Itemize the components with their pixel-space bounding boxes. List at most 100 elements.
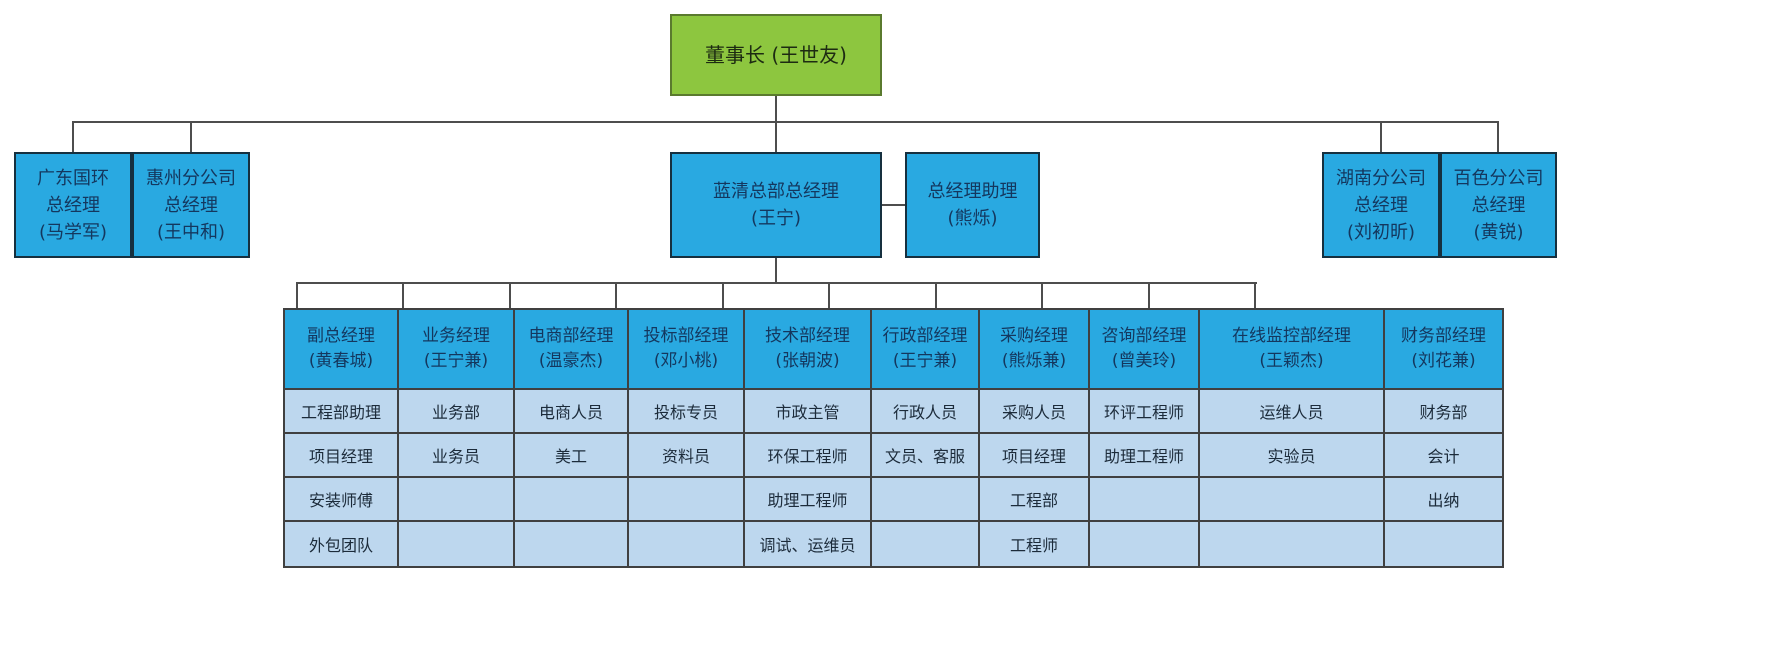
- connector-tick: [1041, 282, 1044, 308]
- department-title: 技术部经理: [765, 326, 850, 346]
- org-node-gm-assistant: 总经理助理 (熊烁): [905, 152, 1040, 258]
- department-column-5: 技术部经理(张朝波)市政主管环保工程师助理工程师调试、运维员: [745, 310, 872, 566]
- staff-cell: 业务员: [399, 434, 513, 478]
- department-table: 副总经理(黄春城)工程部助理项目经理安装师傅外包团队业务经理(王宁兼)业务部业务…: [283, 308, 1504, 568]
- staff-cell: 外包团队: [285, 522, 397, 566]
- department-title: 财务部经理: [1401, 326, 1486, 346]
- connector-line: [72, 121, 74, 152]
- staff-cell: 财务部: [1385, 390, 1502, 434]
- department-header: 财务部经理 (刘花兼): [1385, 310, 1502, 390]
- staff-cell: [515, 522, 627, 566]
- staff-cell: 工程部: [980, 478, 1088, 522]
- staff-cell: [1090, 522, 1198, 566]
- department-title: 采购经理: [1000, 326, 1068, 346]
- department-column-8: 咨询部经理 (曾美玲) 环评工程师助理工程师: [1090, 310, 1200, 566]
- staff-cell: 环评工程师: [1090, 390, 1198, 434]
- department-header: 采购经理(熊烁兼): [980, 310, 1088, 390]
- node-person: (王中和): [156, 221, 226, 243]
- connector-tick: [508, 282, 511, 308]
- staff-cell: [872, 522, 978, 566]
- staff-cell: 投标专员: [629, 390, 743, 434]
- connector-line: [775, 258, 777, 284]
- staff-cell: [399, 522, 513, 566]
- node-label: 广东国环: [37, 167, 109, 189]
- staff-cell: 采购人员: [980, 390, 1088, 434]
- department-manager: (黄春城): [308, 351, 374, 371]
- staff-cell: 工程师: [980, 522, 1088, 566]
- department-header: 技术部经理 (张朝波): [745, 310, 870, 390]
- connector-line: [1380, 121, 1382, 152]
- connector-tick: [721, 282, 724, 308]
- org-node-baise-branch: 百色分公司 总经理 (黄锐): [1440, 152, 1557, 258]
- department-manager: (王宁兼): [423, 351, 489, 371]
- department-header: 电商部经理(温豪杰): [515, 310, 627, 390]
- staff-cell: [1200, 478, 1383, 522]
- staff-cell: [1385, 522, 1502, 566]
- department-header: 副总经理(黄春城): [285, 310, 397, 390]
- connector-tick: [296, 282, 298, 308]
- staff-cell: 资料员: [629, 434, 743, 478]
- staff-cell: 会计: [1385, 434, 1502, 478]
- node-person: (黄锐): [1473, 221, 1524, 243]
- connector-line: [1497, 121, 1499, 152]
- staff-cell: 助理工程师: [745, 478, 870, 522]
- org-node-guangdong-guohuan: 广东国环 总经理 (马学军): [14, 152, 132, 258]
- connector-line: [882, 204, 905, 206]
- connector-tick: [934, 282, 937, 308]
- staff-cell: 安装师傅: [285, 478, 397, 522]
- connector-tick: [828, 282, 831, 308]
- connector-tick: [1254, 282, 1256, 308]
- node-label: 湖南分公司: [1336, 167, 1426, 189]
- staff-cell: [399, 478, 513, 522]
- department-manager: (王颖杰): [1259, 351, 1324, 371]
- staff-cell: 市政主管: [745, 390, 870, 434]
- staff-cell: 业务部: [399, 390, 513, 434]
- department-header: 咨询部经理 (曾美玲): [1090, 310, 1198, 390]
- department-manager: (温豪杰): [538, 351, 604, 371]
- connector-tick: [1147, 282, 1150, 308]
- node-label: 蓝清总部总经理: [713, 181, 839, 202]
- node-label: 总经理助理: [927, 181, 1018, 202]
- staff-cell: [1200, 522, 1383, 566]
- staff-cell: 运维人员: [1200, 390, 1383, 434]
- connector-line: [72, 121, 1499, 123]
- node-label: 总经理: [164, 194, 218, 216]
- node-person: (刘初昕): [1346, 221, 1416, 243]
- org-node-hunan-branch: 湖南分公司 总经理 (刘初昕): [1322, 152, 1440, 258]
- staff-cell: [629, 522, 743, 566]
- department-header: 业务经理(王宁兼): [399, 310, 513, 390]
- staff-cell: 行政人员: [872, 390, 978, 434]
- department-manager: (邓小桃): [653, 351, 719, 371]
- connector-line: [296, 282, 1257, 284]
- staff-cell: [515, 478, 627, 522]
- connector-tick: [402, 282, 405, 308]
- node-label: 总经理: [1471, 194, 1526, 216]
- department-column-3: 电商部经理(温豪杰)电商人员美工: [515, 310, 629, 566]
- staff-cell: [1090, 478, 1198, 522]
- staff-cell: 文员、客服: [872, 434, 978, 478]
- department-header: 行政部经理(王宁兼): [872, 310, 978, 390]
- org-node-huizhou-branch: 惠州分公司 总经理 (王中和): [132, 152, 250, 258]
- node-label: 百色分公司: [1453, 167, 1544, 189]
- department-column-2: 业务经理(王宁兼)业务部业务员: [399, 310, 515, 566]
- staff-cell: 出纳: [1385, 478, 1502, 522]
- department-manager: (刘花兼): [1411, 351, 1476, 371]
- department-header: 投标部经理(邓小桃): [629, 310, 743, 390]
- staff-cell: 助理工程师: [1090, 434, 1198, 478]
- department-manager: (张朝波): [775, 351, 840, 371]
- connector-line: [190, 121, 192, 152]
- staff-cell: 环保工程师: [745, 434, 870, 478]
- department-column-1: 副总经理(黄春城)工程部助理项目经理安装师傅外包团队: [285, 310, 399, 566]
- staff-cell: [629, 478, 743, 522]
- connector-line: [775, 96, 777, 152]
- department-column-10: 财务部经理 (刘花兼) 财务部会计出纳: [1385, 310, 1502, 566]
- department-manager: (曾美玲): [1111, 351, 1177, 371]
- department-title: 在线监控部经理: [1232, 326, 1351, 346]
- org-node-chairman: 董事长 (王世友): [670, 14, 882, 96]
- staff-cell: 工程部助理: [285, 390, 397, 434]
- staff-cell: 项目经理: [980, 434, 1088, 478]
- department-title: 咨询部经理: [1101, 326, 1187, 346]
- node-label: 董事长 (王世友): [705, 43, 847, 67]
- node-label: 惠州分公司: [146, 167, 236, 189]
